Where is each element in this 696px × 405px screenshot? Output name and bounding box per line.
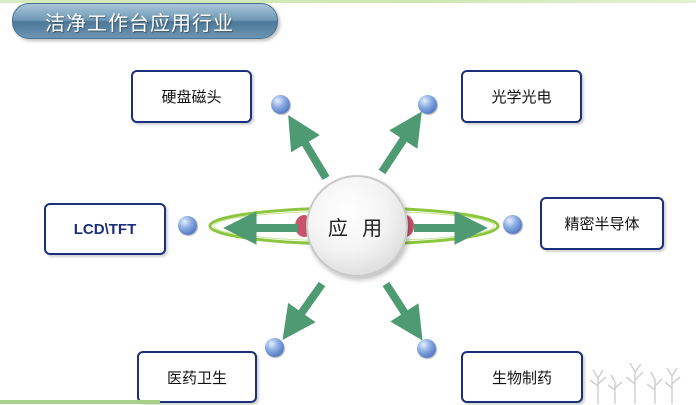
node-label: 精密半导体 xyxy=(564,215,640,233)
arrow-to-hard-disk-head xyxy=(288,114,330,181)
node-dot-precision-semiconductor xyxy=(503,215,522,234)
center-node: 应 用 xyxy=(306,175,408,277)
node-label: 医药卫生 xyxy=(166,368,227,387)
node-biopharma: 生物制药 xyxy=(461,351,583,403)
node-dot-lcd-tft xyxy=(178,216,197,235)
node-dot-biopharma xyxy=(417,339,436,358)
top-rule xyxy=(0,0,696,3)
node-label: 硬盘磁头 xyxy=(161,88,222,106)
page-title: 洁净工作台应用行业 xyxy=(45,10,234,35)
node-optoelectronics: 光学光电 xyxy=(461,70,582,123)
center-label: 应 用 xyxy=(327,215,387,240)
node-hard-disk-head: 硬盘磁头 xyxy=(131,70,252,123)
node-label: 生物制药 xyxy=(491,368,552,387)
arrow-to-medical-health xyxy=(282,281,326,340)
node-label: 光学光电 xyxy=(491,88,552,106)
node-dot-hard-disk-head xyxy=(271,95,290,114)
title-banner: 洁净工作台应用行业 xyxy=(12,3,278,39)
arrow-to-optoelectronics xyxy=(378,111,422,175)
node-lcd-tft: LCD\TFT xyxy=(44,203,166,255)
node-label: LCD\TFT xyxy=(73,220,137,238)
node-dot-optoelectronics xyxy=(418,95,437,114)
node-precision-semiconductor: 精密半导体 xyxy=(540,197,664,250)
node-medical-health: 医药卫生 xyxy=(137,351,257,403)
bottom-rule xyxy=(0,400,160,404)
node-dot-medical-health xyxy=(265,338,284,357)
arrow-to-biopharma xyxy=(382,281,423,341)
